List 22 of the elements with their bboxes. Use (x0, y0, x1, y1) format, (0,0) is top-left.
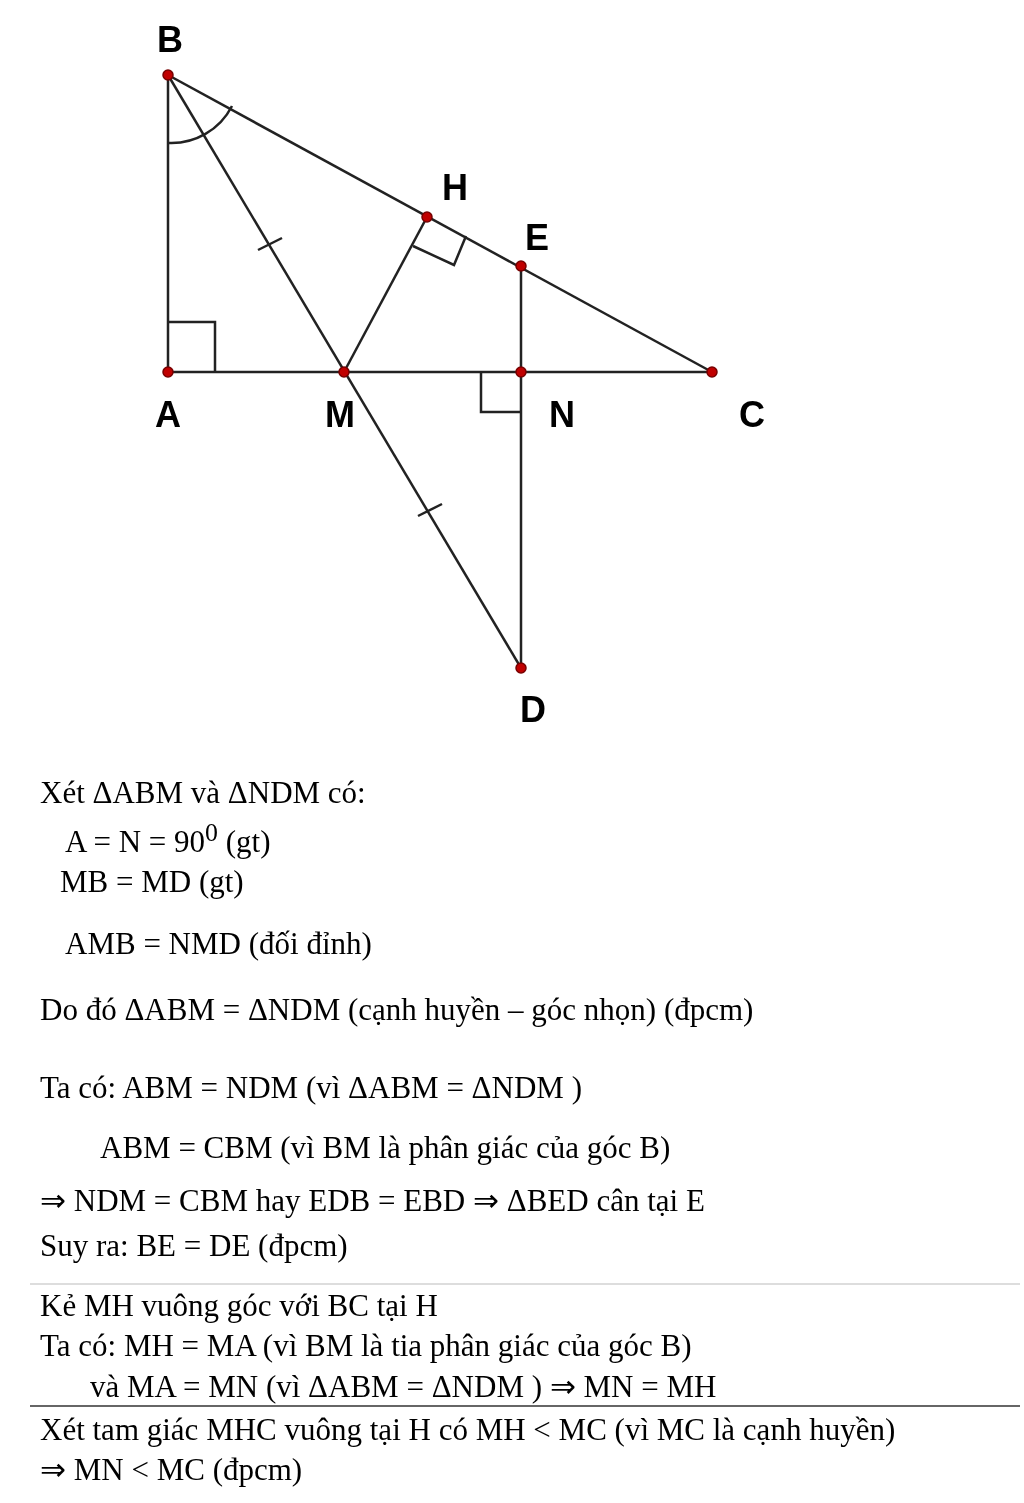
proof-line: và MA = MN (vì ΔABM = ΔNDM ) ⇒ MN = MH (90, 1369, 717, 1405)
proof-line: ⇒ NDM = CBM hay EDB = EBD ⇒ ΔBED cân tại E (40, 1183, 705, 1219)
proof-line: ABM = CBM (vì BM là phân giác của góc B) (100, 1130, 671, 1166)
point-label: C (739, 394, 765, 436)
proof-line: Xét tam giác MHC vuông tại H có MH < MC (vì MC là cạnh huyền) (40, 1412, 896, 1448)
proof-line: Ta có: MH = MA (vì BM là tia phân giác của góc B) (40, 1328, 692, 1364)
point-label: D (520, 689, 546, 731)
point-label: A (155, 394, 181, 436)
proof-line: A = N = 90$^{0}$ (gt) (65, 818, 271, 860)
proof-line: Ta có: ABM = NDM (vì ΔABM = ΔNDM ) (40, 1070, 582, 1106)
proof-line: MB = MD (gt) (60, 864, 244, 900)
point-label: N (549, 394, 575, 436)
point-label: H (442, 167, 468, 209)
point-label: E (525, 217, 549, 259)
proof-line: ⇒ MN < MC (đpcm) (40, 1452, 303, 1488)
proof-line: Suy ra: BE = DE (đpcm) (40, 1228, 348, 1264)
proof-line: AMB = NMD (đối đỉnh) (65, 926, 372, 962)
proof-line: Xét ΔABM và ΔNDM có: (40, 775, 366, 811)
point-label: B (157, 19, 183, 61)
proof-line: Kẻ MH vuông góc với BC tại H (40, 1288, 438, 1324)
point-label: M (325, 394, 355, 436)
proof-line: Do đó ΔABM = ΔNDM (cạnh huyền – góc nhọn) (đpcm) (40, 992, 754, 1028)
